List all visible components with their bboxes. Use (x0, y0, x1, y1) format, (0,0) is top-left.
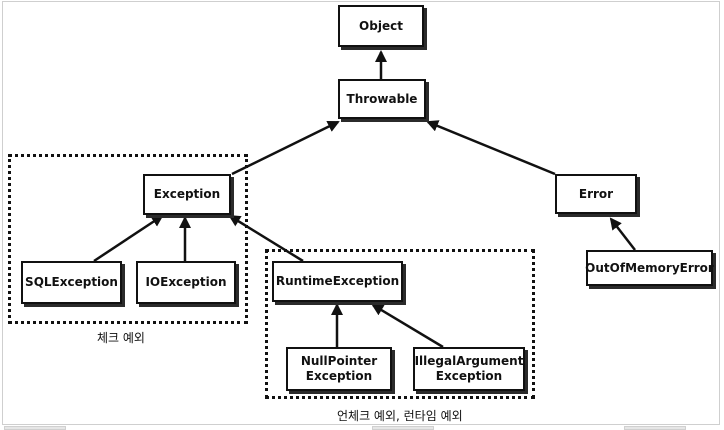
arrow-runtimeexception-to-exception (228, 214, 304, 263)
illegalargumentexception-node: IllegalArgument Exception (413, 347, 525, 391)
error-node: Error (555, 174, 637, 214)
throwable-node: Throwable (338, 79, 426, 119)
arrow-exception-to-throwable (231, 120, 340, 176)
checked-exception-group (8, 154, 248, 324)
sqlexception-node: SQLException (21, 261, 122, 304)
bottom-tab-right (624, 426, 686, 430)
arrow-error-to-throwable (426, 120, 556, 176)
unchecked-exception-group (265, 249, 535, 399)
arrow-outofmemoryerror-to-error (609, 217, 636, 251)
runtimeexception-node: RuntimeException (272, 261, 403, 302)
bottom-tab-middle (372, 426, 434, 430)
checked-exception-label: 체크 예외 (97, 331, 145, 345)
ioexception-node: IOException (136, 261, 236, 304)
object-node: Object (338, 5, 424, 47)
outofmemoryerror-node: OutOfMemoryError (585, 250, 714, 286)
exception-node: Exception (143, 174, 231, 215)
nullpointerexception-node: NullPointer Exception (286, 347, 392, 391)
arrow-illegalargument-to-runtimeexception (371, 303, 444, 349)
arrow-sqlexception-to-exception (93, 214, 164, 263)
diagram-frame (2, 1, 720, 425)
bottom-tab-left (4, 426, 66, 430)
unchecked-exception-label: 언체크 예외, 런타임 예외 (337, 409, 463, 423)
